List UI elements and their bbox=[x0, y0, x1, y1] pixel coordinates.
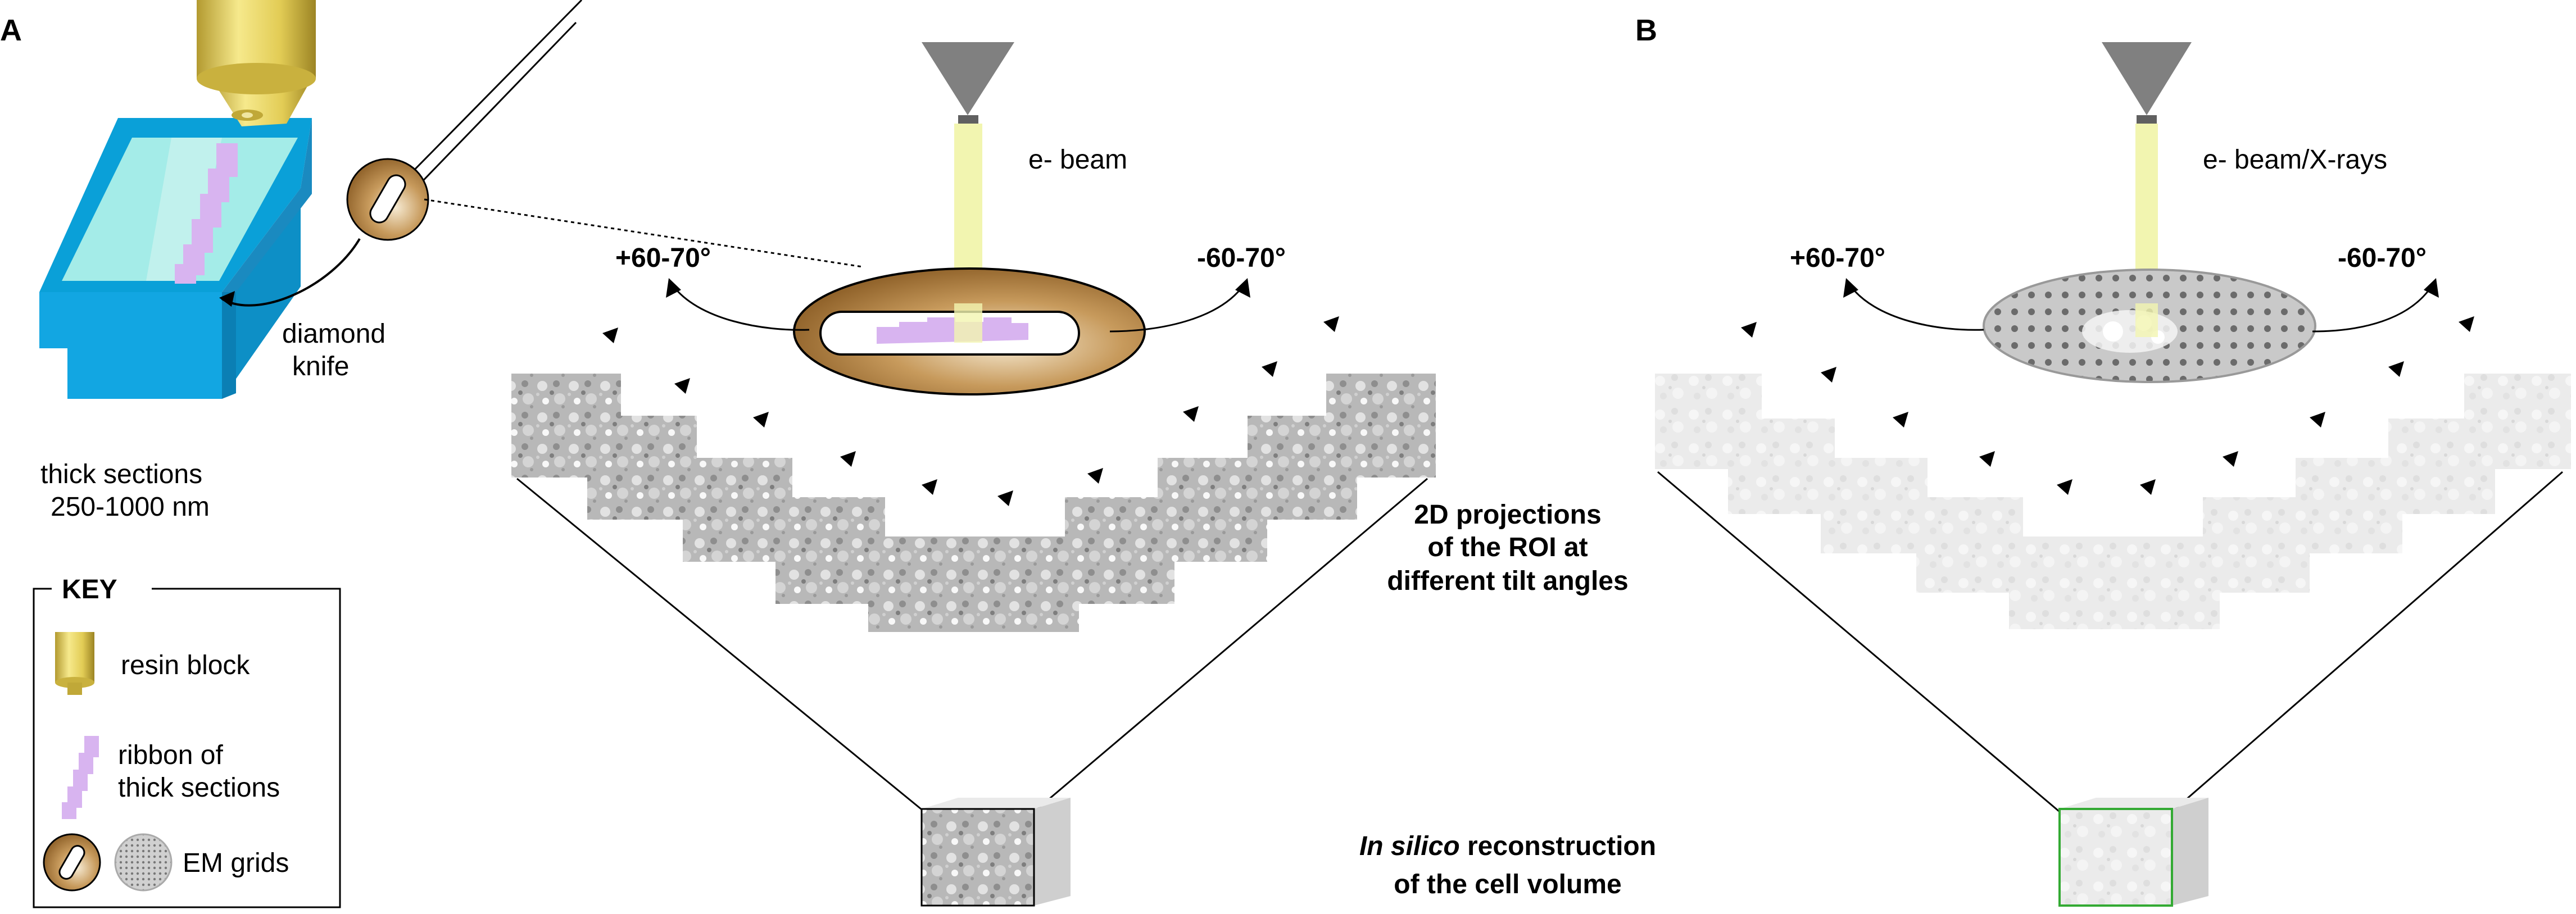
tilt-minus-label-b: -60-70° bbox=[2338, 243, 2427, 273]
key-resin-block-label: resin block bbox=[121, 651, 250, 680]
key-title: KEY bbox=[62, 575, 117, 604]
reconstruction-italic: In silico bbox=[1359, 831, 1460, 861]
diamond-knife-label-2: knife bbox=[292, 352, 349, 381]
projection-images-a bbox=[511, 374, 1436, 632]
tilt-plus-label-b: +60-70° bbox=[1790, 243, 1885, 273]
key-ribbon-label-2: thick sections bbox=[118, 773, 280, 803]
tweezer-line bbox=[412, 21, 577, 192]
tilt-arc-left-b bbox=[1848, 283, 1984, 331]
tweezer-line bbox=[403, 0, 583, 181]
grid-in-loop bbox=[346, 158, 429, 241]
projections-label-2: of the ROI at bbox=[1427, 533, 1588, 562]
resin-block-icon bbox=[55, 632, 94, 695]
thick-sections-label-2: 250-1000 nm bbox=[51, 492, 210, 522]
panel-b-label: B bbox=[1635, 13, 1657, 47]
key-em-grids-label: EM grids bbox=[183, 848, 289, 878]
arc-arrowhead bbox=[219, 291, 235, 307]
reconstruction-cube-a bbox=[920, 798, 1071, 907]
tilt-arrowhead bbox=[2424, 278, 2439, 298]
key-ribbon-label-1: ribbon of bbox=[118, 740, 223, 770]
projections-label-1: 2D projections bbox=[1414, 500, 1601, 530]
electron-xray-beam-b-front bbox=[2135, 303, 2158, 337]
projection-arrows-a bbox=[602, 316, 1339, 506]
thick-sections-label-1: thick sections bbox=[40, 460, 202, 489]
reconstruction-label-2: of the cell volume bbox=[1394, 870, 1621, 899]
projection-arrows-b bbox=[1741, 316, 2474, 495]
ribbon-of-sections bbox=[175, 143, 238, 284]
em-grid-mesh-icon bbox=[114, 833, 173, 892]
tilt-arrowhead bbox=[666, 278, 681, 298]
funnel-line-right-a bbox=[1033, 478, 1428, 813]
tilt-arc-right-b bbox=[2312, 283, 2434, 333]
diamond-knife-arc bbox=[221, 238, 361, 307]
reconstruction-rest: reconstruction bbox=[1460, 831, 1656, 861]
beam-source-b bbox=[2102, 42, 2192, 128]
e-beam-label-a: e- beam bbox=[1028, 145, 1127, 175]
beam-source-a bbox=[922, 42, 1014, 128]
reconstruction-cube-b bbox=[2058, 798, 2208, 907]
funnel-line-right-b bbox=[2171, 471, 2563, 813]
funnel-line-left-b bbox=[1657, 471, 2060, 813]
specimen-block-illustration bbox=[39, 118, 312, 399]
e-beam-xrays-label-b: e- beam/X-rays bbox=[2203, 145, 2387, 175]
tilt-arrowhead bbox=[1843, 278, 1858, 298]
reconstruction-label-1: In silico reconstruction bbox=[1359, 831, 1656, 861]
funnel-line-left-a bbox=[516, 478, 925, 813]
tilt-plus-label-a: +60-70° bbox=[615, 243, 711, 273]
key-box: KEY resin block ribbon of thick sections… bbox=[33, 575, 341, 908]
em-grid-slot-icon bbox=[43, 833, 101, 892]
panel-a-label: A bbox=[0, 13, 22, 47]
projection-images-b bbox=[1655, 374, 2571, 629]
tilt-arc-right-a bbox=[1109, 283, 1246, 333]
electron-beam-a-front bbox=[954, 303, 982, 343]
diamond-knife-label-1: diamond bbox=[282, 319, 386, 349]
tilt-arc-left-a bbox=[670, 283, 810, 331]
tilt-arrowhead bbox=[1235, 278, 1250, 298]
resin-block-illustration bbox=[197, 0, 316, 126]
ribbon-icon bbox=[62, 736, 99, 819]
tilt-minus-label-a: -60-70° bbox=[1197, 243, 1286, 273]
projections-label-3: different tilt angles bbox=[1387, 566, 1628, 596]
